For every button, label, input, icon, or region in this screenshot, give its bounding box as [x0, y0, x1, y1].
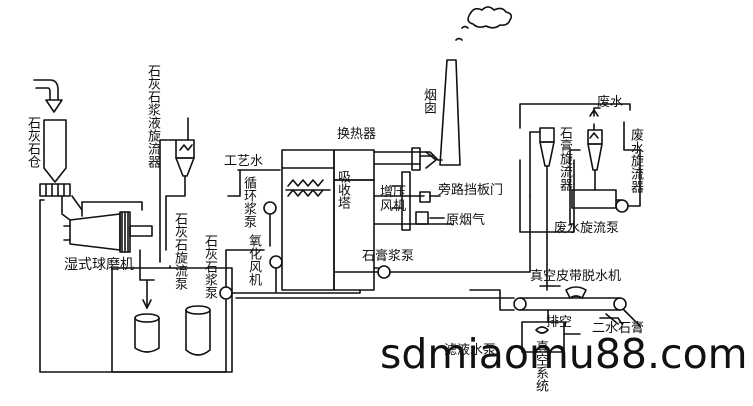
- label-exhaust: 排空: [546, 315, 573, 330]
- watermark-text: sdmiaomu88.com: [380, 330, 748, 378]
- wastewater-cyclone: [587, 129, 603, 171]
- label-oxidation-fan: 氧化风机: [246, 234, 261, 286]
- chimney: [439, 59, 461, 166]
- label-wastewater-cyclone: 废水旋流器: [628, 128, 643, 193]
- vacuum-belt-filter: [513, 285, 627, 311]
- label-chimney: 烟囱: [421, 88, 436, 114]
- limestone-cyclone-pump-icon: [219, 286, 233, 300]
- label-limestone-slurry-pump: 石灰石浆泵: [202, 234, 217, 299]
- wastewater-tank: [571, 189, 617, 209]
- wastewater-cyclone-pump-icon: [615, 199, 629, 213]
- label-ball-mill: 湿式球磨机: [64, 257, 134, 273]
- limestone-slurry-pump-icon: [263, 201, 277, 215]
- label-booster-fan: 增压风机: [380, 185, 407, 214]
- label-wastewater: 废水: [597, 95, 624, 110]
- limestone-slurry-cyclone: [175, 139, 195, 177]
- limestone-silo: [43, 119, 67, 183]
- booster-fan-symbol: [415, 211, 429, 225]
- smoke-cloud: [467, 6, 513, 29]
- absorber-block: [281, 149, 375, 291]
- ball-mill: [63, 211, 153, 253]
- vacuum-system: [521, 321, 565, 353]
- oxidation-fan-icon: [269, 255, 283, 269]
- label-filtrate-water: 滤液水泵: [444, 343, 497, 358]
- weigh-feeder: [39, 183, 71, 197]
- label-circulation-pump: 循环浆泵: [241, 176, 256, 228]
- label-absorber: 吸收塔: [335, 170, 350, 209]
- label-limestone-silo: 石灰石仓: [25, 116, 40, 168]
- label-gypsum-slurry-pump: 石膏浆泵: [362, 249, 415, 264]
- label-gypsum-cyclone: 石膏旋流器: [557, 126, 572, 191]
- limestone-inlet-arrow: [33, 79, 59, 101]
- bypass-damper: [419, 191, 431, 203]
- label-vacuum-system: 真空系统: [533, 340, 548, 392]
- label-limestone-cyclone-pump: 石灰石旋流泵: [172, 212, 187, 290]
- gypsum-cyclone: [539, 127, 555, 167]
- label-wastewater-cyclone-pump: 废水旋流泵: [554, 221, 620, 236]
- heat-exchanger-rotor: [411, 147, 421, 171]
- label-process-water: 工艺水: [224, 154, 264, 169]
- label-raw-flue-gas: 原烟气: [446, 213, 486, 228]
- label-heat-exchanger: 换热器: [337, 127, 377, 142]
- label-limestone-slurry-cyclone: 石灰石浆液旋流器: [145, 64, 160, 168]
- label-dihydrate-gypsum: 二水石膏: [592, 321, 645, 336]
- label-bypass-damper: 旁路挡板门: [438, 183, 504, 198]
- label-vacuum-belt-filter: 真空皮带脱水机: [530, 269, 622, 284]
- gypsum-slurry-pump-icon: [377, 265, 391, 279]
